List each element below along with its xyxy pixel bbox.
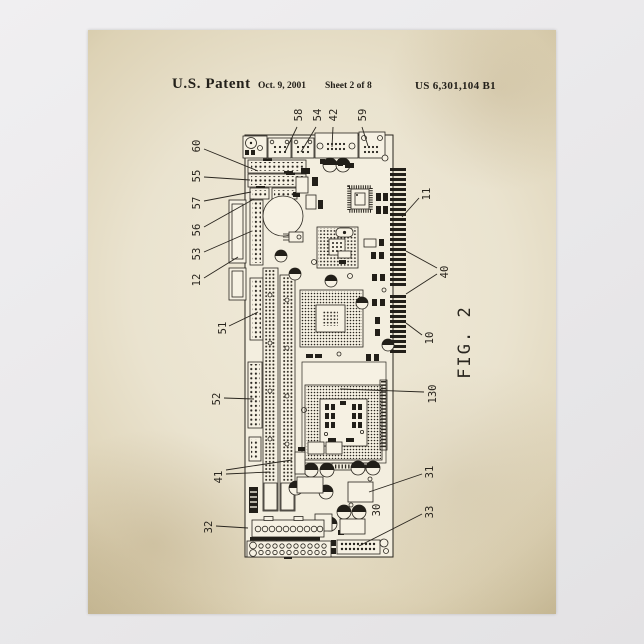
header-connector-33 — [336, 538, 389, 555]
port-shell-lower — [228, 267, 247, 301]
connector-59 — [358, 131, 386, 159]
ref-31: 31 — [424, 466, 436, 479]
reference-numerals: 58 54 42 59 60 55 57 56 53 12 51 52 41 3… — [191, 109, 451, 534]
connector-58 — [267, 137, 292, 159]
pin-header-55 — [247, 172, 307, 189]
serrated-edge-strip — [379, 379, 388, 451]
ref-130: 130 — [427, 385, 439, 404]
header-sheet: Sheet 2 of 8 — [325, 81, 372, 91]
striped-jumper-block — [249, 487, 258, 513]
slot-connector-41a — [262, 267, 279, 512]
ref-55: 55 — [191, 170, 203, 183]
header-patent: U.S. Patent — [172, 76, 251, 92]
pin-header-52 — [247, 361, 263, 429]
ref-56: 56 — [191, 224, 203, 237]
coin-battery — [262, 195, 304, 237]
ref-54: 54 — [312, 109, 324, 122]
speaker-component — [242, 135, 268, 159]
ref-11: 11 — [421, 188, 433, 201]
ref-41: 41 — [213, 471, 225, 484]
ref-59: 59 — [357, 109, 369, 122]
patent-poster: U.S. Patent Oct. 9, 2001 Sheet 2 of 8 US… — [88, 30, 556, 614]
ref-32: 32 — [203, 521, 215, 534]
edge-connector-11 — [390, 168, 406, 286]
ref-33: 33 — [424, 506, 436, 519]
ref-51: 51 — [217, 322, 229, 335]
pin-header-60 — [247, 158, 307, 174]
pin-header-small — [248, 436, 262, 462]
leader-lines — [203, 126, 438, 547]
connector-42 — [314, 132, 359, 159]
patent-figure-drawing: 58 54 42 59 60 55 57 56 53 12 51 52 41 3… — [191, 109, 475, 559]
power-connector-32 — [251, 516, 325, 538]
regulator — [283, 231, 304, 243]
header-date: Oct. 9, 2001 — [258, 81, 307, 91]
pga-socket-middle — [299, 289, 364, 348]
ref-53: 53 — [191, 248, 203, 261]
ref-42: 42 — [328, 109, 340, 122]
bottom-bar — [250, 537, 320, 541]
figure-caption: FIG. 2 — [455, 305, 475, 378]
edge-connector-10 — [390, 295, 406, 353]
pin-header-51 — [249, 277, 264, 341]
header-patent-number: US 6,301,104 B1 — [415, 80, 496, 92]
ref-60: 60 — [191, 140, 203, 153]
ref-10: 10 — [424, 332, 436, 345]
pin-header-53 — [249, 199, 264, 266]
ref-12: 12 — [191, 274, 203, 287]
ref-40: 40 — [439, 266, 451, 279]
ref-52: 52 — [211, 393, 223, 406]
port-shell-upper — [228, 199, 247, 264]
qfp-chip — [347, 185, 373, 213]
slot-connector-41b — [279, 274, 296, 512]
ref-58: 58 — [293, 109, 305, 122]
ref-30: 30 — [371, 504, 383, 517]
component-31 — [347, 476, 374, 508]
circuit-board — [228, 131, 406, 559]
bottom-edge-connector — [246, 540, 332, 558]
ref-57: 57 — [191, 197, 203, 210]
